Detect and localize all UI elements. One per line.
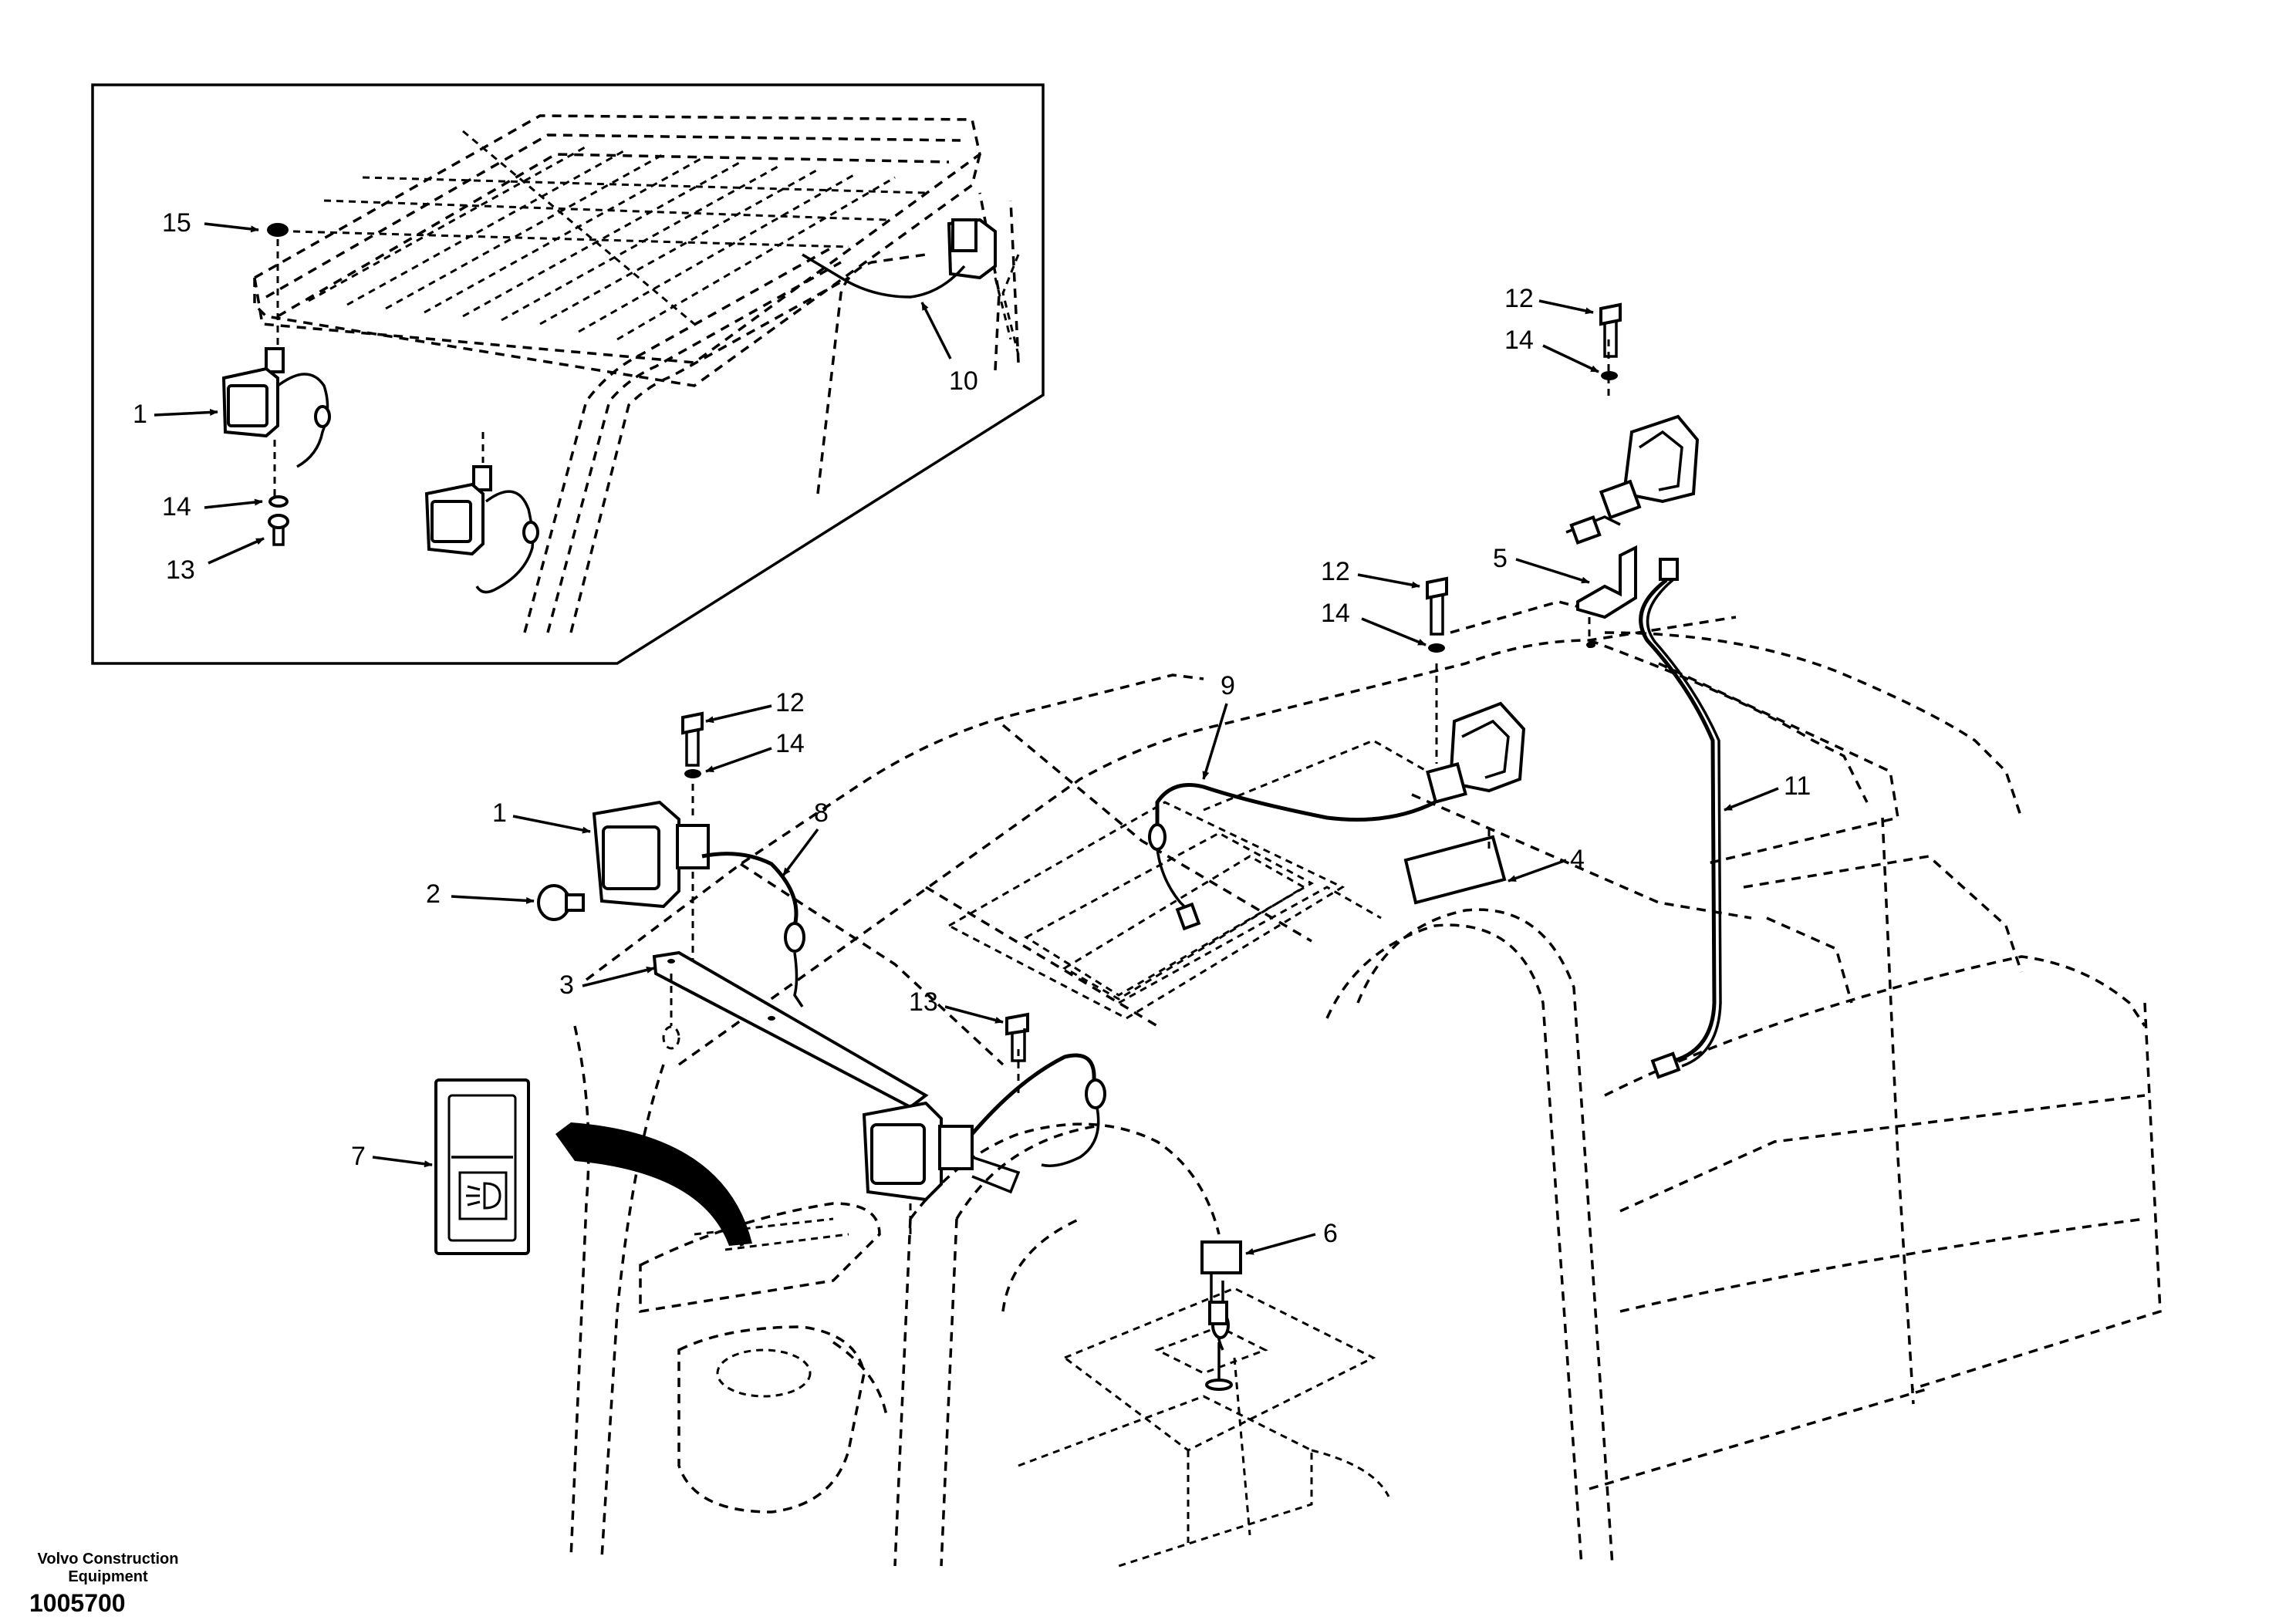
callout-text: 11 (1784, 771, 1811, 801)
rear-work-light (1565, 339, 1700, 545)
callout-text: 14 (162, 492, 191, 521)
cab-work-light-center (1148, 663, 1526, 931)
callout-1: 1 (492, 798, 591, 834)
inset-hardware (267, 223, 289, 546)
callout-text: 13 (166, 555, 195, 585)
callout-text: 4 (1570, 845, 1585, 874)
callout-13: 13 (909, 987, 1004, 1024)
bolt-12-left (681, 711, 704, 778)
lamp-bracket (1576, 545, 1637, 648)
callout-text: 7 (351, 1142, 366, 1171)
main-cab-outline (569, 600, 2162, 1568)
inset-work-light-left (221, 347, 331, 498)
front-work-light-right (862, 1049, 1106, 1234)
callout-labels: 15 1 14 13 10 12 14 5 (133, 208, 1811, 1255)
callout-2: 2 (426, 879, 535, 909)
reflector-plate (1403, 829, 1507, 905)
light-switch-detail (434, 1078, 530, 1255)
callout-12-center: 12 (1321, 557, 1420, 589)
callout-text: 1 (133, 400, 147, 429)
inset-cab-roof (253, 114, 1020, 633)
callout-text: 8 (814, 798, 829, 828)
bolt-12-rear (1599, 302, 1622, 380)
bulb (537, 884, 585, 921)
callout-inset-13: 13 (166, 537, 265, 585)
callout-14-center: 14 (1321, 599, 1427, 646)
callout-text: 10 (949, 366, 978, 396)
callout-5: 5 (1493, 544, 1590, 584)
callout-9: 9 (1202, 671, 1235, 780)
front-work-light-left (592, 771, 805, 1007)
callout-11: 11 (1724, 771, 1811, 812)
callout-14-left: 14 (705, 729, 805, 773)
location-arrow (555, 1122, 752, 1247)
callout-text: 14 (775, 729, 805, 758)
callout-14-rear: 14 (1504, 326, 1599, 373)
work-light-icon (466, 1182, 501, 1210)
callout-12-rear: 12 (1504, 284, 1594, 315)
callout-text: 5 (1493, 544, 1508, 573)
wiring-harness-rear (1639, 558, 1722, 1079)
bolt-12-center (1426, 576, 1448, 653)
callout-inset-15: 15 (162, 208, 259, 238)
callout-text: 14 (1504, 326, 1534, 355)
brand-line-2: Equipment (68, 1568, 148, 1585)
callout-text: 14 (1321, 599, 1350, 628)
callout-text: 12 (1504, 284, 1534, 313)
mounting-bar (652, 950, 929, 1109)
callout-text: 6 (1323, 1219, 1338, 1248)
callout-text: 2 (426, 879, 441, 909)
callout-6: 6 (1245, 1219, 1338, 1255)
callout-7: 7 (351, 1142, 433, 1171)
callout-text: 1 (492, 798, 507, 828)
inset-work-light-rear (802, 218, 1012, 340)
callout-text: 13 (909, 987, 938, 1017)
callout-text: 15 (162, 208, 191, 238)
brand-caption: Volvo Construction Equipment (31, 1551, 185, 1586)
callout-inset-14: 14 (162, 492, 263, 521)
callout-8: 8 (782, 798, 829, 877)
callout-text: 12 (1321, 557, 1350, 586)
callout-text: 9 (1221, 671, 1235, 700)
callout-inset-10: 10 (920, 302, 978, 396)
brand-line-1: Volvo Construction (37, 1551, 179, 1568)
document-number: 1005700 (29, 1589, 126, 1617)
callout-inset-1: 1 (133, 400, 218, 429)
inset-work-light-center (424, 432, 539, 594)
callout-text: 12 (775, 688, 805, 717)
callout-4: 4 (1508, 845, 1585, 883)
callout-12-left: 12 (705, 688, 805, 724)
bolt-13 (1005, 1012, 1029, 1062)
callout-3: 3 (559, 967, 655, 1000)
detail-inset (91, 83, 1045, 665)
callout-text: 3 (559, 970, 574, 1000)
relay (1200, 1240, 1242, 1391)
